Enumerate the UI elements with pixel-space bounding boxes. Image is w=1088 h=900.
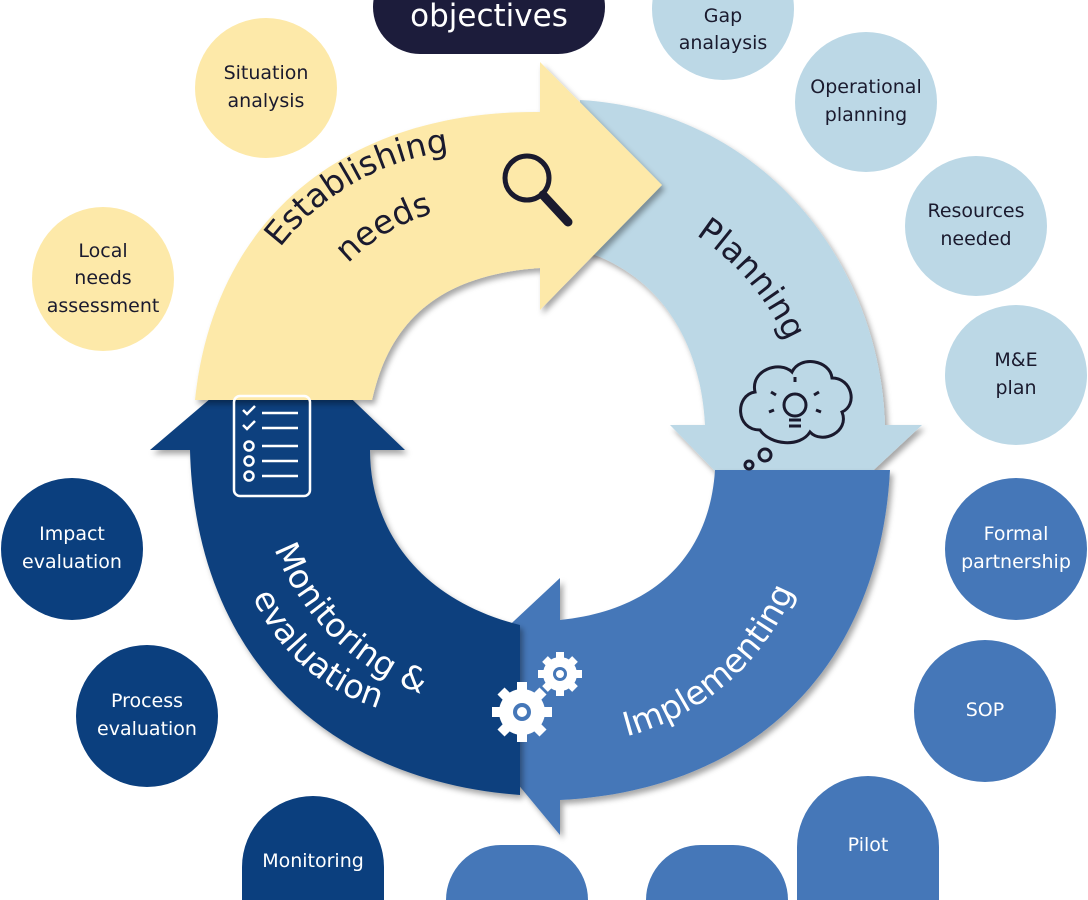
bubble-impact-evaluation: Impact evaluation	[1, 478, 143, 620]
bubble-local-needs-assessment: Local needs assessment	[32, 207, 174, 351]
bubble-label: SOP	[965, 699, 1005, 722]
bubble-label: Local needs assessment	[46, 239, 160, 317]
bubble-label: M&E plan	[994, 349, 1038, 399]
bubble-situation-analysis: Situation analysis	[195, 18, 337, 158]
bubble-process-evaluation: Process evaluation	[76, 645, 218, 787]
bubble-label: Situation analysis	[223, 62, 309, 112]
bubble-label: Monitoring	[262, 850, 364, 872]
magnifier-icon	[502, 153, 573, 227]
planning-arrow	[580, 100, 922, 548]
bubble-label: Gap analaysis	[678, 4, 768, 55]
bubble-label: Pilot	[847, 834, 889, 856]
bubble-label: Process evaluation	[97, 690, 197, 740]
implementing-arrow	[440, 470, 890, 835]
bubble-label: Resources needed	[927, 200, 1025, 250]
bubble-monitoring: Monitoring	[242, 796, 384, 900]
monitoring-arrow	[150, 335, 520, 795]
bubble-label: Formal partnership	[961, 523, 1071, 573]
bubble-resources-needed: Resources needed	[905, 156, 1047, 296]
bubble-me-plan: M&E plan	[945, 305, 1087, 445]
bubble-pilot: Pilot	[797, 776, 939, 900]
bubble-partial-1	[446, 845, 588, 900]
bubble-sop: SOP	[914, 640, 1056, 782]
gears-icon	[492, 652, 582, 742]
bubble-operational-planning: Operational planning	[795, 32, 937, 172]
establishing-arrow	[195, 62, 662, 400]
objectives-pill: objectives	[373, 0, 605, 54]
bubble-partial-2	[646, 845, 788, 900]
lightbulb-cloud-icon	[739, 360, 853, 471]
bubble-label: Operational planning	[810, 76, 922, 126]
objectives-label: objectives	[410, 0, 568, 34]
bubble-formal-partnership: Formal partnership	[945, 478, 1087, 620]
bubble-label: Impact evaluation	[22, 523, 122, 573]
checklist-icon	[232, 394, 312, 498]
